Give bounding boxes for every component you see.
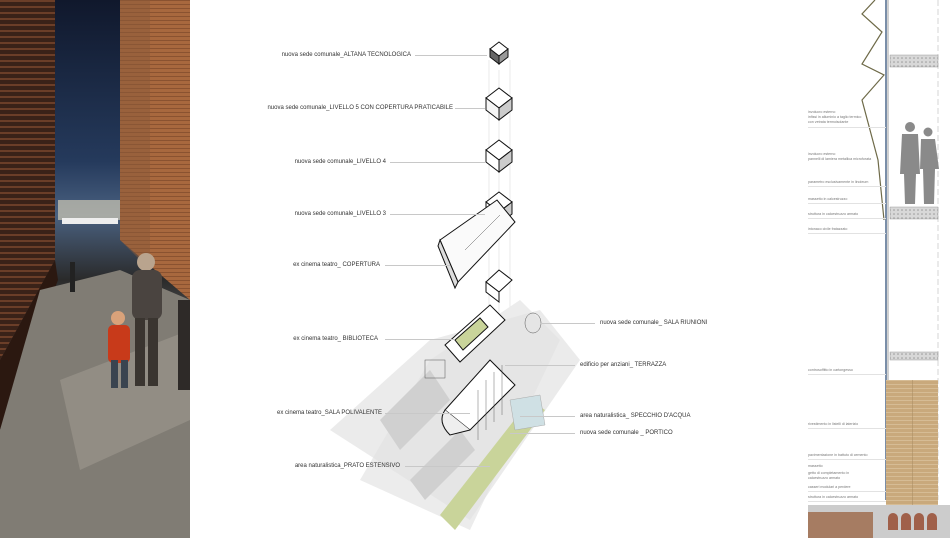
section-label-getto: getto di completamento in calcestruzzo a… [808,471,850,480]
section-label-rivestimento: rivestimento in listelli di laterizio [808,422,859,426]
section-label-massetto-cls: massetto in calcestruzzo [808,197,848,201]
label-prato-estensivo: area naturalistica_PRATO ESTENSIVO [294,463,400,469]
leader-line [405,466,490,467]
wall-section-drawing [808,0,950,538]
leader-line [390,162,485,163]
section-label-pavimentazione: pavimentazione in battuto di cemento [808,453,868,457]
label-sala-polivalente: ex cinema teatro_SALA POLIVALENTE [277,410,382,416]
label-portico: nuova sede comunale _ PORTICO [580,430,673,436]
figure-child [108,311,130,388]
label-biblioteca: ex cinema teatro_ BIBLIOTECA [293,336,378,342]
label-altana-tecnologica: nuova sede comunale_ALTANA TECNOLOGICA [281,52,411,58]
section-label-struttura-2: struttura in calcestruzzo armato [808,495,859,499]
leader-line [455,108,485,109]
label-copertura: ex cinema teatro_ COPERTURA [293,262,380,268]
leader-line [510,433,575,434]
render-scene [0,0,190,538]
leader-line [390,214,485,215]
section-label-massetto: massetto [808,464,823,468]
leader-line [415,55,487,56]
leader-line [385,339,455,340]
section-label-struttura-1: struttura in calcestruzzo armato [808,212,859,216]
leader-line [385,265,450,266]
section-label-parametro: parametro esclusivamente in linoleum [808,180,869,184]
human-silhouettes [900,122,939,204]
section-label-pannelli: involucro esterno pannelli di lamiera me… [808,152,872,161]
label-livello-3: nuova sede comunale_LIVELLO 3 [294,211,386,217]
label-livello-5: nuova sede comunale_LIVELLO 5 CON COPERT… [267,105,453,111]
leader-line [505,365,575,366]
leader-line [520,416,575,417]
section-label-intonaco: intonaco civile fratazzato [808,227,848,231]
leader-line [385,413,470,414]
figure-grandparent [132,253,162,386]
label-terrazza: edificio per anziani_ TERRAZZA [580,362,667,368]
label-specchio-acqua: area naturalistica_ SPECCHIO D'ACQUA [580,413,691,419]
label-livello-4: nuova sede comunale_LIVELLO 4 [294,159,386,165]
section-label-casseri: casseri modulari a perdere [808,485,851,489]
label-sala-riunioni: nuova sede comunale_ SALA RIUNIONI [600,320,708,326]
green-strip [440,400,545,530]
axonometric-exploded-drawing [330,41,580,530]
leader-line [540,323,595,324]
section-label-controsoffitto: controsoffitto in cartongesso [808,368,853,372]
street-render-image [0,0,190,538]
section-label-infissi: involucro esterno infissi in alluminio a… [808,110,862,124]
